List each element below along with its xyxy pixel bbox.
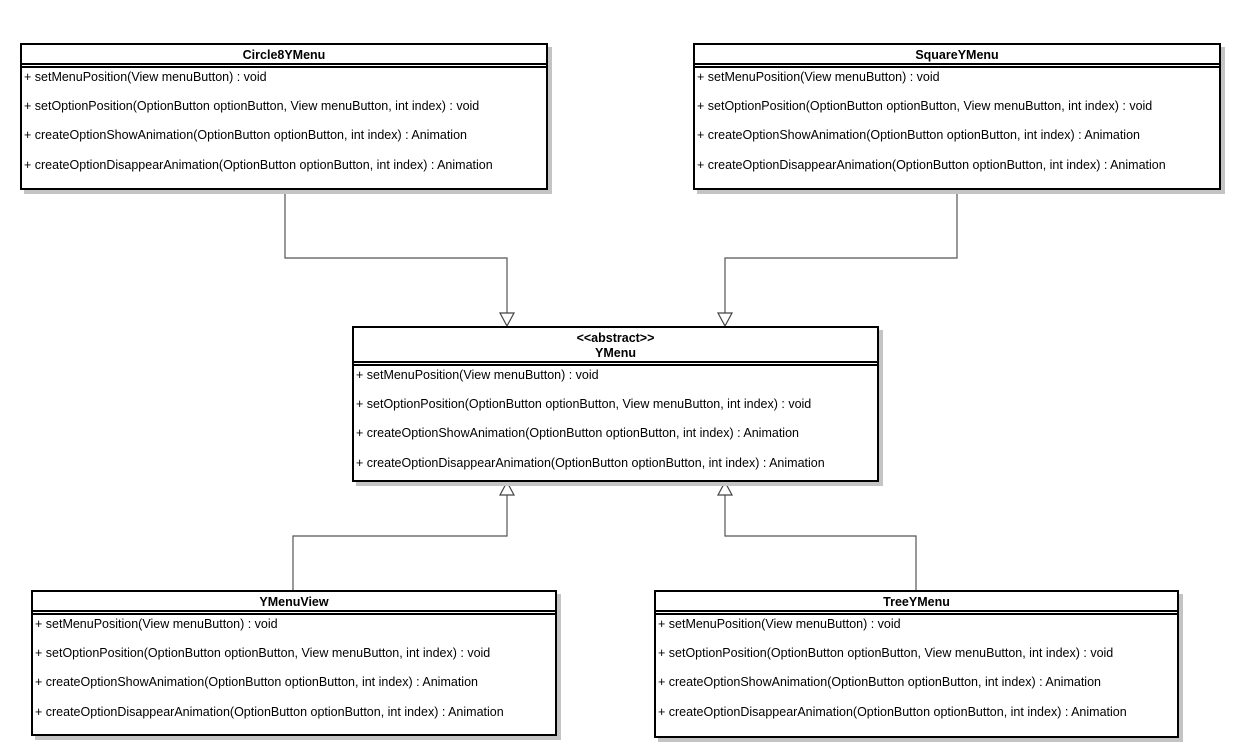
operation: + setOptionPosition(OptionButton optionB… <box>356 397 812 412</box>
class-name: YMenu <box>595 346 636 360</box>
operation: + setMenuPosition(View menuButton) : voi… <box>697 70 940 84</box>
operation: + createOptionShowAnimation(OptionButton… <box>697 128 1140 143</box>
operation: + setMenuPosition(View menuButton) : voi… <box>658 617 901 631</box>
class-ymenu[interactable]: <<abstract>> YMenu + setMenuPosition(Vie… <box>352 326 879 482</box>
operation: + setOptionPosition(OptionButton optionB… <box>697 99 1153 114</box>
class-ymenuview[interactable]: YMenuView + setMenuPosition(View menuBut… <box>31 590 557 736</box>
edge-circle8-to-ymenu <box>284 190 508 313</box>
class-treeymenu[interactable]: TreeYMenu + setMenuPosition(View menuBut… <box>654 590 1179 738</box>
inheritance-arrowhead <box>498 480 516 496</box>
class-name: Circle8YMenu <box>242 48 326 62</box>
class-name: TreeYMenu <box>883 595 950 609</box>
operations-list: + setMenuPosition(View menuButton) : voi… <box>695 68 1219 185</box>
operation: + createOptionDisappearAnimation(OptionB… <box>658 704 1127 719</box>
inheritance-arrowhead <box>716 480 734 496</box>
class-circle8ymenu[interactable]: Circle8YMenu + setMenuPosition(View menu… <box>20 43 548 190</box>
edge-ymenuview-to-ymenu <box>292 495 508 590</box>
class-name-header: Circle8YMenu <box>22 45 546 68</box>
operation: + setMenuPosition(View menuButton) : voi… <box>35 617 278 631</box>
operation: + setMenuPosition(View menuButton) : voi… <box>24 70 267 84</box>
edge-tree-to-ymenu <box>724 495 917 590</box>
operation: + createOptionDisappearAnimation(OptionB… <box>35 704 504 719</box>
operations-list: + setMenuPosition(View menuButton) : voi… <box>33 615 555 732</box>
inheritance-arrowhead <box>716 312 734 328</box>
operation: + createOptionDisappearAnimation(OptionB… <box>356 455 825 470</box>
operation: + setOptionPosition(OptionButton optionB… <box>658 646 1114 661</box>
class-squareymenu[interactable]: SquareYMenu + setMenuPosition(View menuB… <box>693 43 1221 190</box>
operations-list: + setMenuPosition(View menuButton) : voi… <box>656 615 1177 732</box>
operation: + createOptionShowAnimation(OptionButton… <box>658 675 1101 690</box>
inheritance-arrowhead <box>498 312 516 328</box>
edge-square-to-ymenu <box>724 190 958 313</box>
class-name-header: SquareYMenu <box>695 45 1219 68</box>
operation: + createOptionShowAnimation(OptionButton… <box>356 426 799 441</box>
operation: + createOptionDisappearAnimation(OptionB… <box>24 157 493 172</box>
operation: + setOptionPosition(OptionButton optionB… <box>24 99 480 114</box>
operation: + setOptionPosition(OptionButton optionB… <box>35 646 491 661</box>
operation: + createOptionShowAnimation(OptionButton… <box>35 675 478 690</box>
class-name-header: TreeYMenu <box>656 592 1177 615</box>
operation: + createOptionShowAnimation(OptionButton… <box>24 128 467 143</box>
class-name-header: YMenuView <box>33 592 555 615</box>
operations-list: + setMenuPosition(View menuButton) : voi… <box>354 366 877 483</box>
operations-list: + setMenuPosition(View menuButton) : voi… <box>22 68 546 185</box>
operation: + setMenuPosition(View menuButton) : voi… <box>356 368 599 382</box>
class-name-header: <<abstract>> YMenu <box>354 328 877 366</box>
class-name: SquareYMenu <box>915 48 999 62</box>
operation: + createOptionDisappearAnimation(OptionB… <box>697 157 1166 172</box>
class-name: YMenuView <box>259 595 329 609</box>
class-stereotype: <<abstract>> <box>576 331 655 345</box>
